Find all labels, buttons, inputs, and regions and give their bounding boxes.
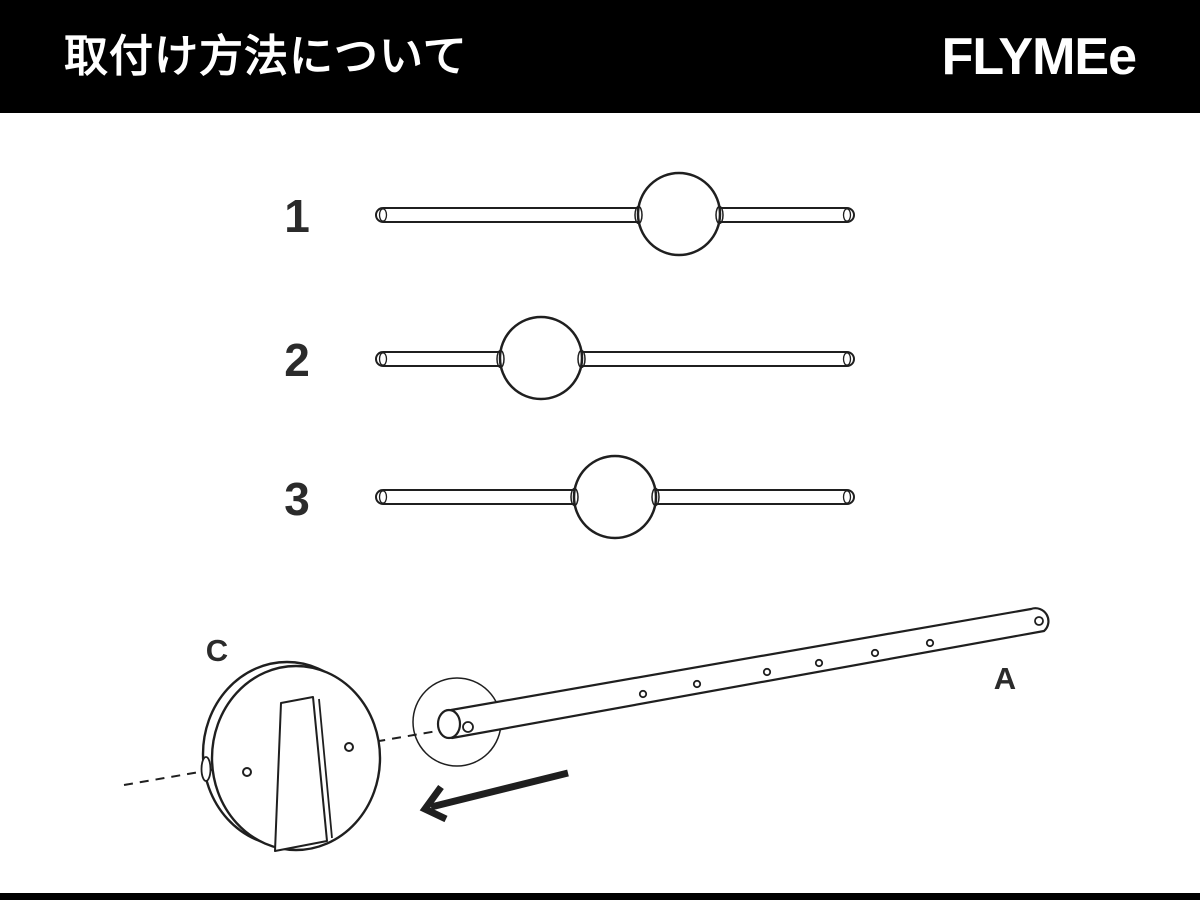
step-2-rod-left-cap [378, 352, 388, 366]
step-3-number: 3 [284, 473, 310, 525]
step-3-ball [572, 454, 658, 540]
disc-slot-wall-line [318, 698, 333, 839]
step-3-rod-right-cap [842, 490, 852, 504]
header-bar: 取付け方法について FLYMEe [0, 0, 1200, 113]
step-1-diagram: 1 [284, 171, 855, 257]
step-1-left-cuff [634, 205, 643, 225]
footer-bar [0, 893, 1200, 900]
step-1-rod [375, 207, 855, 223]
rod-hole-2 [692, 679, 702, 689]
step-2-ball [498, 315, 584, 401]
disc-slot [274, 696, 328, 852]
page-title: 取付け方法について [64, 31, 468, 81]
rod-cap-hole [1034, 616, 1044, 626]
disc-side-hole [200, 756, 212, 782]
rod-label: A [994, 661, 1016, 696]
assembly-diagram: C A [123, 607, 1050, 852]
step-1-number: 1 [284, 190, 310, 242]
disc-c [200, 660, 382, 852]
rod-body [449, 607, 1050, 740]
rod-end-hole [462, 721, 474, 733]
disc-label: C [206, 633, 228, 668]
rod-hole-5 [870, 648, 880, 658]
rod-end-face [436, 708, 462, 740]
step-1-ball [636, 171, 722, 257]
disc-hole-right [344, 742, 354, 752]
step-2-diagram: 2 [284, 315, 855, 401]
rod-hole-4 [814, 658, 824, 668]
step-3-right-cuff [651, 487, 660, 507]
step-1-right-cuff [715, 205, 724, 225]
step-3-rod-left-cap [378, 490, 388, 504]
step-1-rod-right-cap [842, 208, 852, 222]
arrow-head [419, 784, 448, 823]
insertion-arrow [419, 769, 569, 823]
arrow-shaft [430, 769, 569, 811]
step-1-rod-left-cap [378, 208, 388, 222]
rod-hole-3 [762, 667, 772, 677]
step-2-rod [375, 351, 855, 367]
disc-hole-left [242, 767, 252, 777]
step-2-left-cuff [496, 349, 505, 369]
step-2-number: 2 [284, 334, 310, 386]
step-2-rod-right-cap [842, 352, 852, 366]
brand-logo: FLYMEe [941, 27, 1137, 86]
step-2-right-cuff [577, 349, 586, 369]
rod-a [436, 607, 1050, 740]
rod-hole-1 [638, 689, 648, 699]
rod-hole-6 [925, 638, 935, 648]
step-3-diagram: 3 [284, 454, 855, 540]
step-3-left-cuff [570, 487, 579, 507]
